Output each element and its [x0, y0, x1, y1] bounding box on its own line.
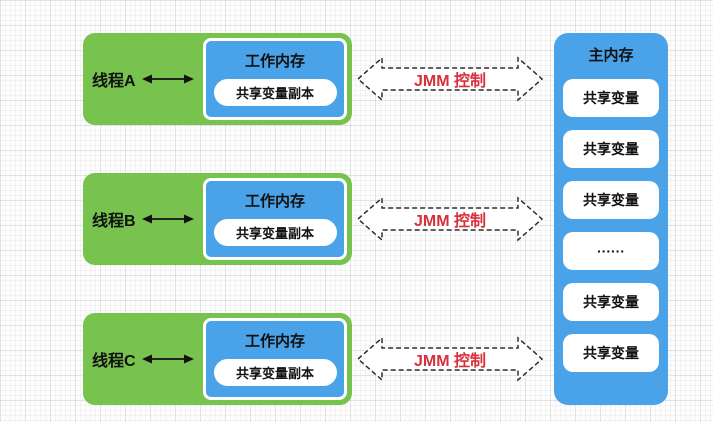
ellipsis-item: ······ — [563, 232, 659, 270]
jmm-control-label-c: JMM 控制 — [413, 353, 486, 370]
shared-variable-item: 共享变量 — [563, 181, 659, 219]
jmm-control-label-b: JMM 控制 — [413, 213, 486, 230]
dashed-double-arrow-icon — [356, 56, 544, 102]
working-memory-a-title: 工作内存 — [244, 53, 305, 70]
bidirectional-arrow-icon — [141, 354, 194, 364]
main-memory-items: 共享变量 共享变量 共享变量 ······ 共享变量 共享变量 — [563, 79, 659, 372]
jmm-control-arrow-b: JMM 控制 — [355, 196, 545, 242]
thread-c-label: 线程C — [92, 353, 136, 370]
shared-variable-copy-b: 共享变量副本 — [213, 219, 337, 246]
shared-variable-item: 共享变量 — [563, 130, 659, 168]
thread-b-box: 线程B 工作内存 共享变量副本 — [83, 173, 352, 265]
working-memory-c-box: 工作内存 共享变量副本 — [203, 318, 347, 400]
shared-variable-item: 共享变量 — [563, 334, 659, 372]
dashed-double-arrow-icon — [356, 336, 544, 382]
working-memory-a-box: 工作内存 共享变量副本 — [203, 38, 347, 120]
bidirectional-arrow-icon — [141, 74, 194, 84]
main-memory-title: 主内存 — [588, 47, 634, 64]
jmm-control-arrow-a: JMM 控制 — [355, 56, 545, 102]
dashed-double-arrow-icon — [356, 196, 544, 242]
shared-variable-item: 共享变量 — [563, 79, 659, 117]
main-memory-box: 主内存 共享变量 共享变量 共享变量 ······ 共享变量 共享变量 — [554, 33, 668, 405]
thread-b-label: 线程B — [92, 213, 136, 230]
working-memory-b-title: 工作内存 — [244, 193, 305, 210]
thread-c-box: 线程C 工作内存 共享变量副本 — [83, 313, 352, 405]
shared-variable-copy-a: 共享变量副本 — [213, 79, 337, 106]
shared-variable-item: 共享变量 — [563, 283, 659, 321]
bidirectional-arrow-icon — [141, 214, 194, 224]
working-memory-b-box: 工作内存 共享变量副本 — [203, 178, 347, 260]
thread-a-box: 线程A 工作内存 共享变量副本 — [83, 33, 352, 125]
jmm-control-label-a: JMM 控制 — [413, 73, 486, 90]
thread-a-label: 线程A — [92, 73, 136, 90]
shared-variable-copy-c: 共享变量副本 — [213, 359, 337, 386]
working-memory-c-title: 工作内存 — [244, 333, 305, 350]
jmm-control-arrow-c: JMM 控制 — [355, 336, 545, 382]
